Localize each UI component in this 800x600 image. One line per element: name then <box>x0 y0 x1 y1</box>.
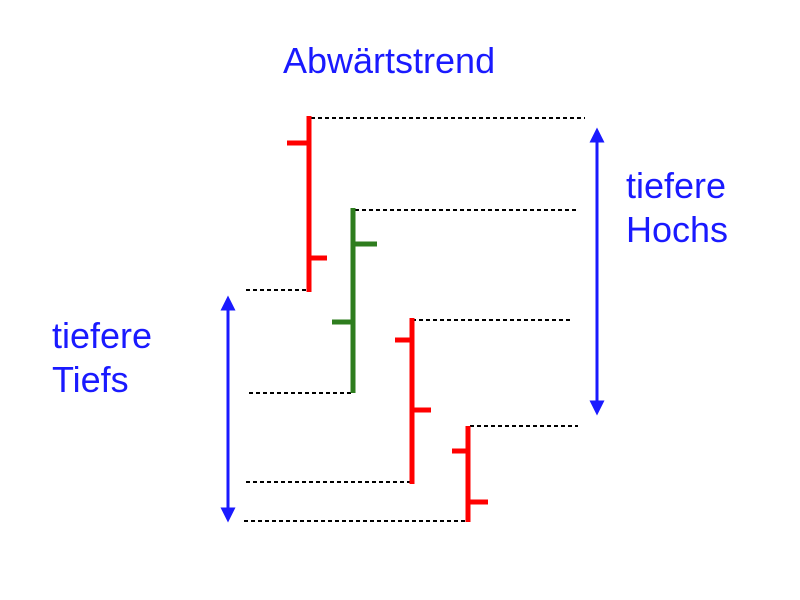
lower-lows-label: tiefere Tiefs <box>52 314 152 402</box>
diagram-title: Abwärtstrend <box>283 40 496 81</box>
lower-highs-label-line1: tiefere <box>626 165 727 206</box>
low-guides <box>244 289 467 522</box>
ohlc-bar-2 <box>332 208 377 393</box>
lower-highs-label-line2: Hochs <box>626 209 729 250</box>
ohlc-bar-1 <box>287 116 327 292</box>
high-guides <box>311 117 585 427</box>
lower-lows-label-line1: tiefere <box>52 315 153 356</box>
ohlc-bar-3 <box>395 318 431 484</box>
lower-lows-label-line2: Tiefs <box>52 359 129 400</box>
ohlc-bar-4 <box>452 426 488 522</box>
lower-highs-label: tiefere Hochs <box>626 164 728 252</box>
